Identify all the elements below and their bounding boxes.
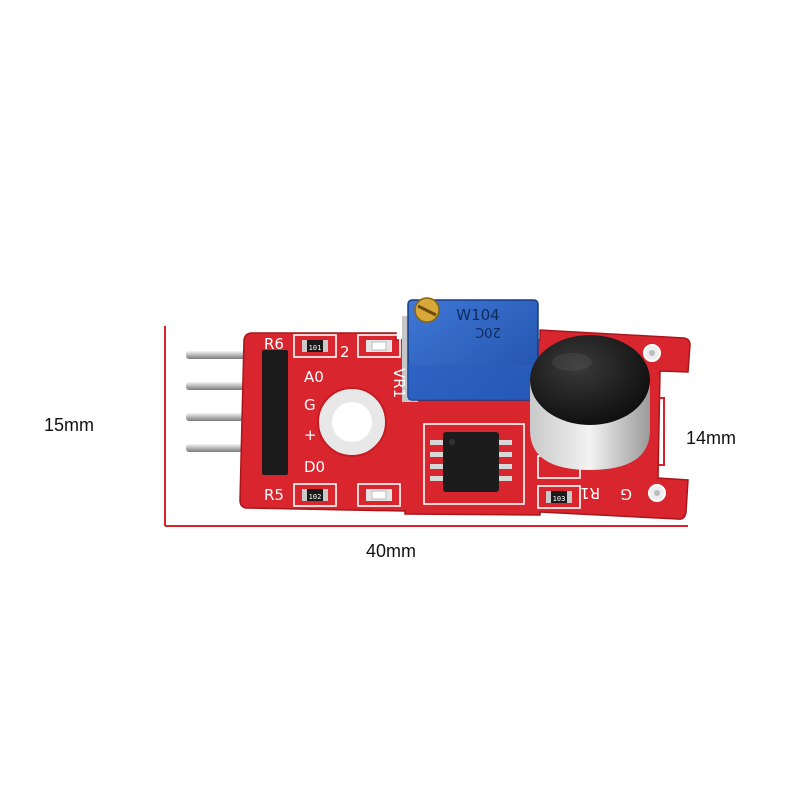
resistor-r6-code: 101 bbox=[309, 344, 322, 352]
electret-microphone bbox=[530, 335, 650, 470]
silk-r1: R1 bbox=[580, 484, 600, 502]
width-dimension-label: 40mm bbox=[366, 541, 417, 561]
silk-vr1: VR1 bbox=[390, 368, 408, 398]
silk-g: G bbox=[620, 485, 632, 503]
resistor-r5-code: 102 bbox=[309, 493, 322, 501]
resistor-r6: 101 bbox=[302, 340, 328, 352]
resistor-r1: 103 bbox=[546, 491, 572, 503]
resistor-r5: 102 bbox=[302, 489, 328, 501]
led-bottom bbox=[366, 489, 392, 501]
mounting-hole-center bbox=[332, 402, 372, 442]
pin-label-a0: A0 bbox=[304, 368, 324, 386]
resistor-r1-code: 103 bbox=[553, 495, 566, 503]
led-top bbox=[366, 340, 392, 352]
adjustment-screw-icon bbox=[414, 297, 440, 323]
silk-l2: 2 bbox=[340, 343, 350, 361]
height-dimension-label: 15mm bbox=[44, 415, 95, 435]
potentiometer: W104 20C bbox=[402, 297, 539, 402]
ic-chip bbox=[430, 432, 512, 492]
silk-r6: R6 bbox=[264, 335, 284, 353]
pin-label-g: G bbox=[304, 396, 316, 414]
mic-dimension-label: 14mm bbox=[686, 428, 737, 448]
silk-r5: R5 bbox=[264, 486, 284, 504]
pin-label-plus: + bbox=[304, 426, 317, 444]
potentiometer-marking-line1: W104 bbox=[456, 306, 499, 324]
potentiometer-marking-line2: 20C bbox=[475, 324, 501, 339]
header-housing bbox=[262, 350, 288, 475]
pin-label-d0: D0 bbox=[304, 458, 325, 476]
